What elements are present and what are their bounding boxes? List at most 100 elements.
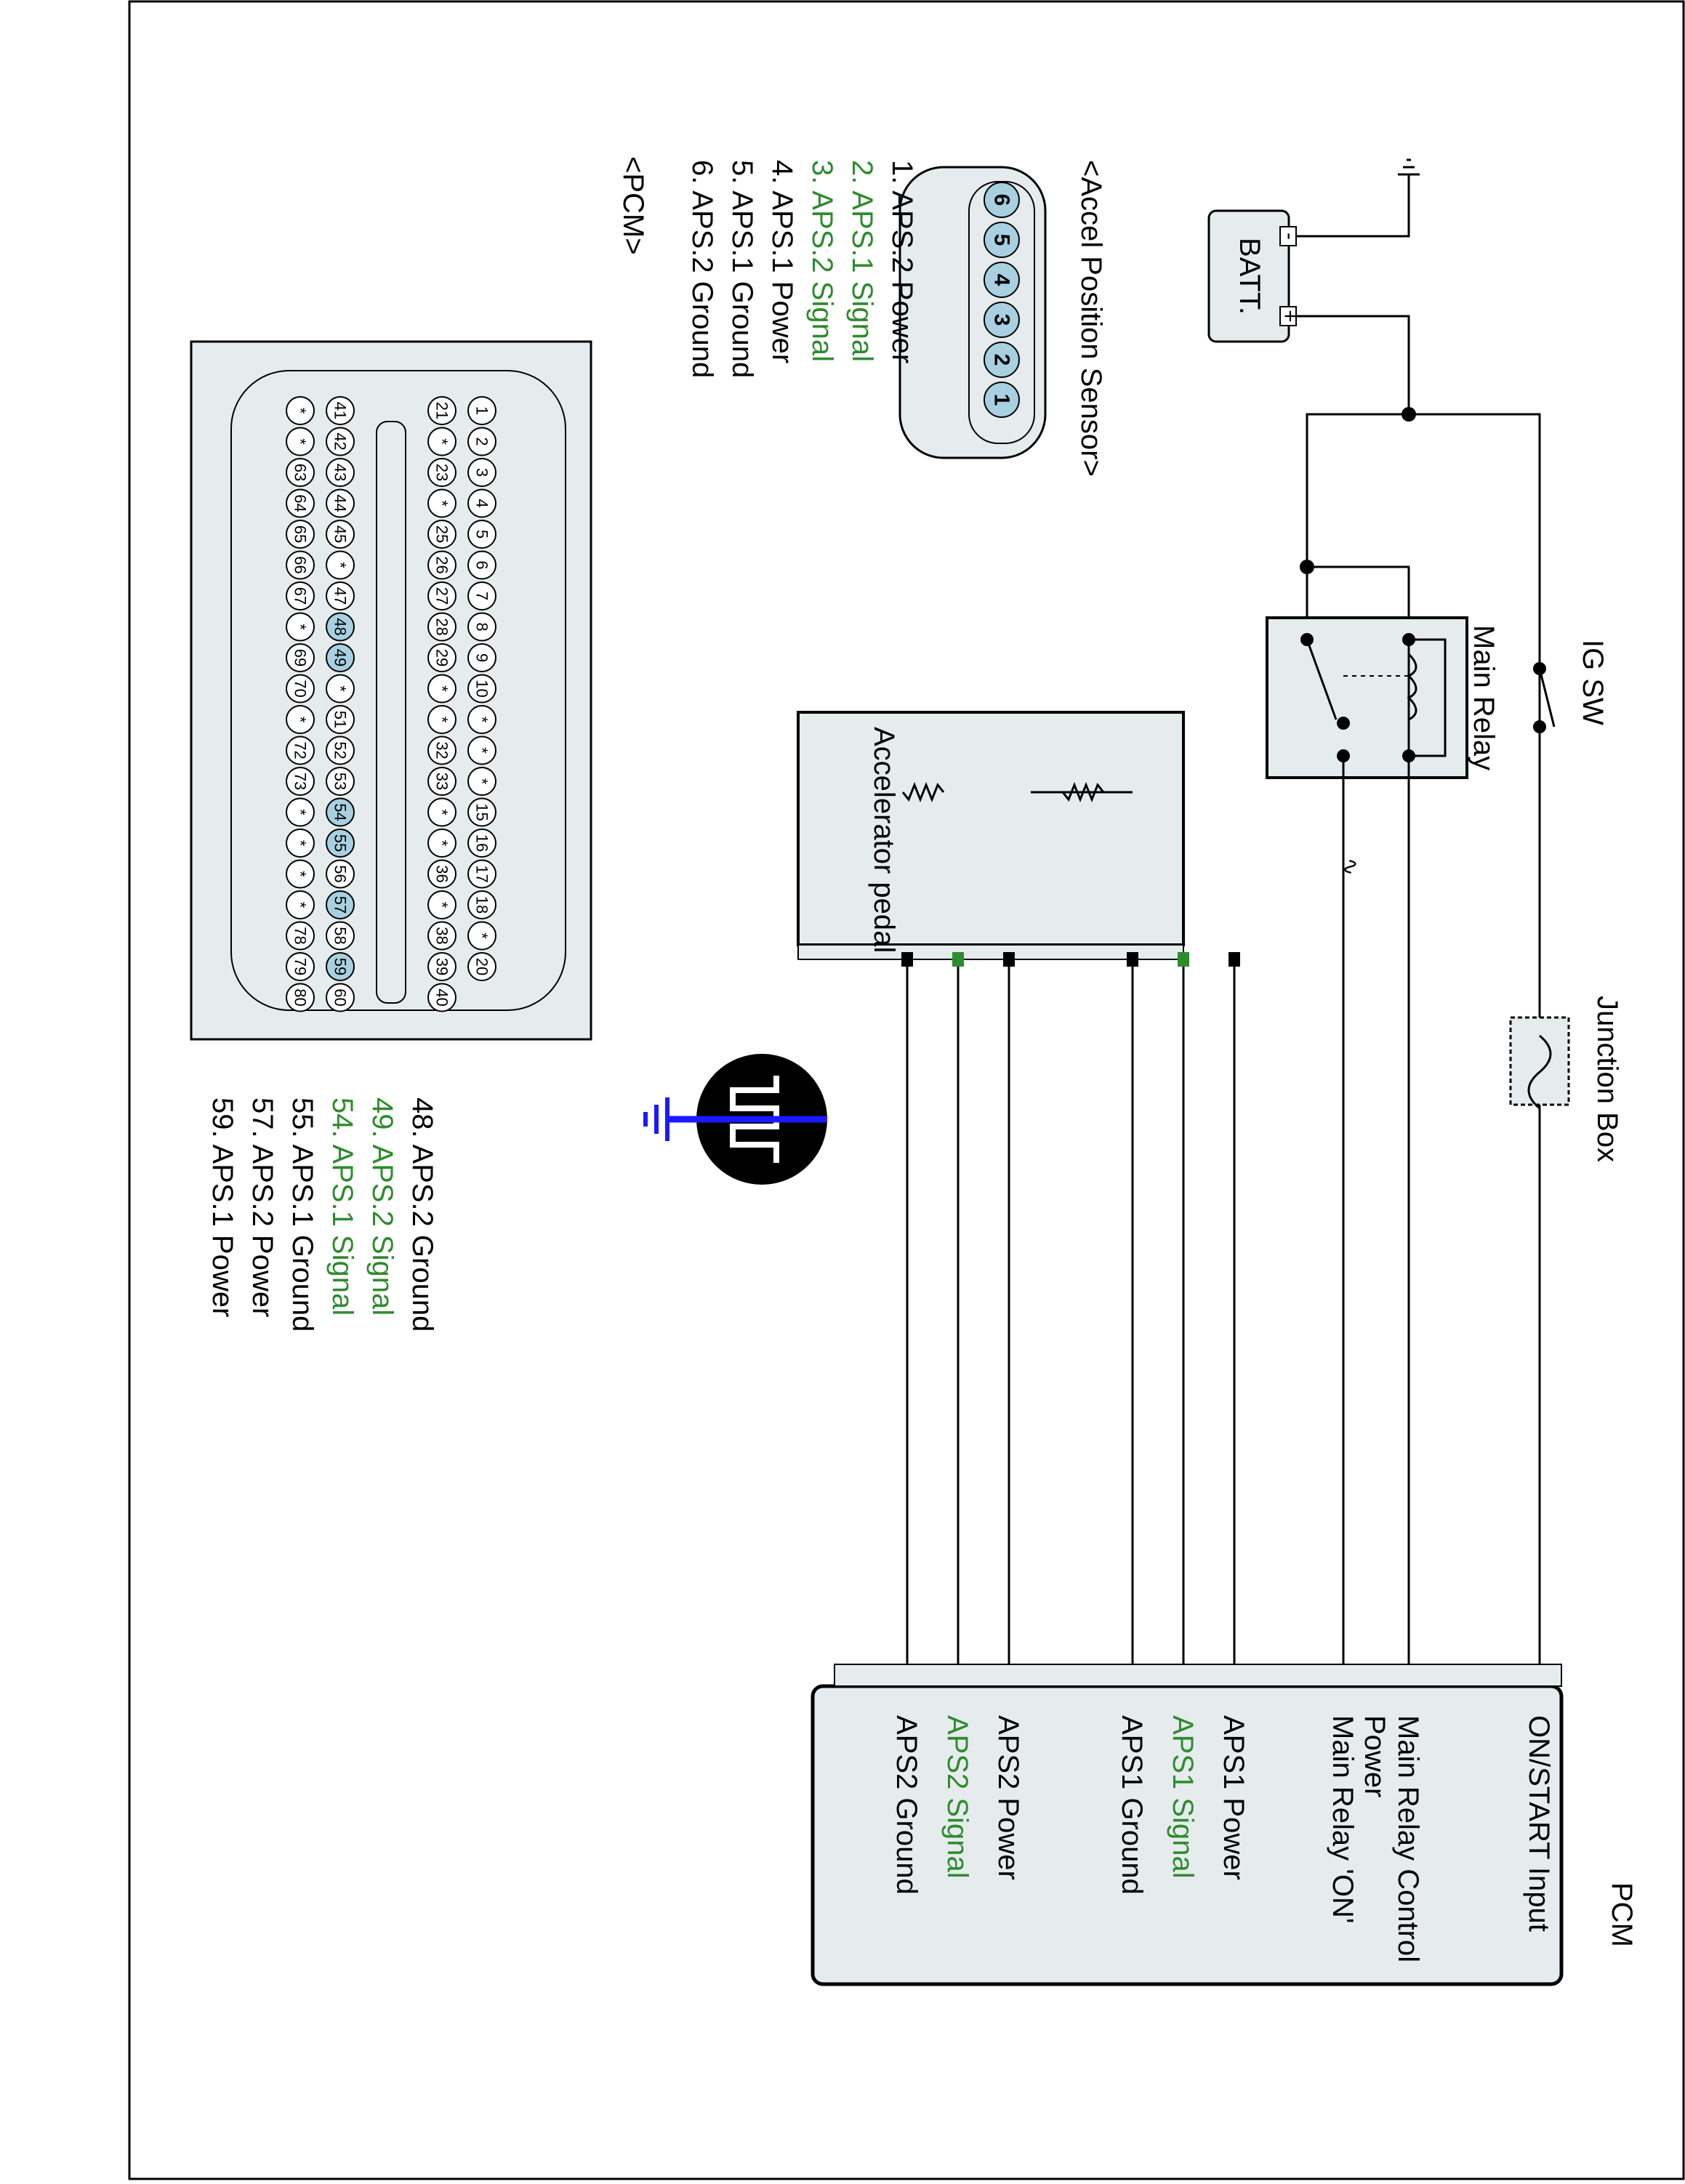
pcm-pin bbox=[326, 921, 355, 951]
pcm-box: PCM bbox=[811, 1664, 1638, 1986]
pcm-pin-number: 53 bbox=[331, 773, 350, 790]
pcm-pin bbox=[286, 829, 315, 858]
pcm-pin-number: 72 bbox=[291, 741, 310, 759]
pcm-pin-number: 18 bbox=[473, 896, 491, 914]
pcm-pin bbox=[467, 488, 496, 518]
pcm-pin-number: 28 bbox=[433, 618, 451, 635]
shield bbox=[643, 1054, 827, 1185]
pcm-pin bbox=[467, 612, 496, 642]
aps-pin-number: 4 bbox=[990, 274, 1014, 286]
pcm-pin-number: 38 bbox=[433, 927, 451, 944]
pcm-legend-item: 59. APS.1 Power bbox=[206, 1097, 238, 1317]
pcm-pin-number: 64 bbox=[291, 494, 310, 512]
pcm-pin-number: * bbox=[433, 809, 451, 815]
battery: BATT. - + bbox=[1207, 209, 1302, 343]
main-relay-label: Main Relay bbox=[1468, 625, 1500, 770]
pcm-pin bbox=[467, 797, 496, 827]
pcm-pin bbox=[427, 612, 457, 642]
pcm-pin bbox=[427, 705, 457, 734]
pcm-pin bbox=[326, 550, 355, 580]
pcm-pin bbox=[467, 581, 496, 611]
pcm-pin bbox=[427, 983, 457, 1012]
aps-pin-number: 6 bbox=[990, 194, 1014, 206]
pcm-pin-number: 42 bbox=[331, 432, 350, 450]
pcm-pin bbox=[326, 458, 355, 487]
pcm-pin-number: 63 bbox=[291, 464, 310, 481]
pcm-pin-number: 7 bbox=[473, 592, 491, 600]
aps-terminal bbox=[1178, 952, 1189, 967]
aps-pin-number: 5 bbox=[990, 234, 1014, 246]
pcm-pin bbox=[427, 797, 457, 827]
pcm-pin-number: 40 bbox=[433, 988, 451, 1006]
pcm-pin-number: * bbox=[433, 500, 451, 507]
aps-legend-item: 4. APS.1 Power bbox=[766, 160, 798, 363]
pcm-pin-number: * bbox=[291, 624, 310, 630]
pcm-pin-number: 27 bbox=[433, 587, 451, 605]
pcm-pin-number: 5 bbox=[473, 530, 491, 539]
battery-neg: - bbox=[1278, 233, 1302, 240]
pcm-pin-number: 60 bbox=[331, 988, 350, 1006]
pcm-pin-number: 44 bbox=[331, 494, 350, 512]
pcm-pin bbox=[286, 674, 315, 704]
pcm-pin bbox=[326, 859, 355, 889]
pcm-pin bbox=[427, 859, 457, 889]
pcm-pin bbox=[467, 859, 496, 889]
pcm-pin bbox=[286, 643, 315, 672]
aps-legend-item: 5. APS.1 Ground bbox=[726, 160, 758, 378]
pcm-pin bbox=[427, 890, 457, 919]
aps-connector-title: <Accel Position Sensor> bbox=[1075, 160, 1107, 477]
pcm-pin-number: * bbox=[473, 747, 491, 754]
pcm-pin bbox=[326, 643, 355, 672]
pcm-pin-number: 49 bbox=[331, 649, 350, 666]
main-relay: Main Relay bbox=[1266, 616, 1500, 779]
pcm-pin bbox=[427, 488, 457, 518]
pcm-pin-number: 4 bbox=[473, 499, 491, 507]
pcm-pin bbox=[326, 581, 355, 611]
pcm-pin bbox=[467, 458, 496, 487]
pcm-pin bbox=[326, 612, 355, 642]
pcm-pin-number: 1 bbox=[473, 406, 491, 415]
aps-pin-number: 3 bbox=[990, 314, 1014, 326]
pcm-pin-number: 6 bbox=[473, 560, 491, 569]
pcm-pin bbox=[286, 952, 315, 981]
pcm-pin-number: * bbox=[291, 717, 310, 723]
pcm-pin bbox=[326, 705, 355, 734]
pcm-pin bbox=[427, 767, 457, 796]
pcm-pin-label-2: Power bbox=[1359, 1715, 1391, 1797]
pcm-pin-number: 26 bbox=[433, 556, 451, 573]
aps-pin bbox=[984, 262, 1020, 298]
pcm-pin-number: 36 bbox=[433, 865, 451, 882]
pcm-pin bbox=[286, 767, 315, 796]
pcm-pin bbox=[467, 952, 496, 981]
pcm-pin bbox=[326, 983, 355, 1012]
pcm-pin bbox=[467, 890, 496, 919]
aps-terminal bbox=[1003, 952, 1015, 967]
pcm-pin-number: * bbox=[433, 717, 451, 723]
pcm-pin bbox=[286, 396, 315, 425]
aps-legend-item: 1. APS.2 Power bbox=[886, 160, 918, 363]
pcm-pin-number: 58 bbox=[331, 927, 350, 944]
aps-terminal bbox=[901, 952, 913, 967]
pcm-pin-number: 10 bbox=[473, 680, 491, 697]
pcm-pin bbox=[427, 674, 457, 704]
pcm-pin bbox=[326, 952, 355, 981]
aps-pin bbox=[984, 382, 1020, 418]
pcm-pin-number: 57 bbox=[331, 896, 350, 914]
pcm-pin bbox=[286, 581, 315, 611]
pcm-pin-number: * bbox=[433, 840, 451, 847]
pcm-pin bbox=[467, 674, 496, 704]
pcm-pin-label: APS1 Signal bbox=[1167, 1715, 1199, 1879]
pcm-pin bbox=[467, 705, 496, 734]
pcm-pin-number: 41 bbox=[331, 402, 350, 419]
pcm-pin-number: 16 bbox=[473, 834, 491, 852]
pcm-pin bbox=[427, 643, 457, 672]
aps-terminal bbox=[1127, 952, 1138, 967]
pcm-legend-item: 49. APS.2 Signal bbox=[366, 1097, 398, 1315]
pcm-pin-number: * bbox=[291, 871, 310, 877]
junction-box-label: Junction Box bbox=[1591, 996, 1623, 1162]
battery-pos: + bbox=[1278, 310, 1302, 323]
pcm-pin-number: * bbox=[291, 408, 310, 414]
pcm-legend-item: 55. APS.1 Ground bbox=[286, 1097, 318, 1331]
